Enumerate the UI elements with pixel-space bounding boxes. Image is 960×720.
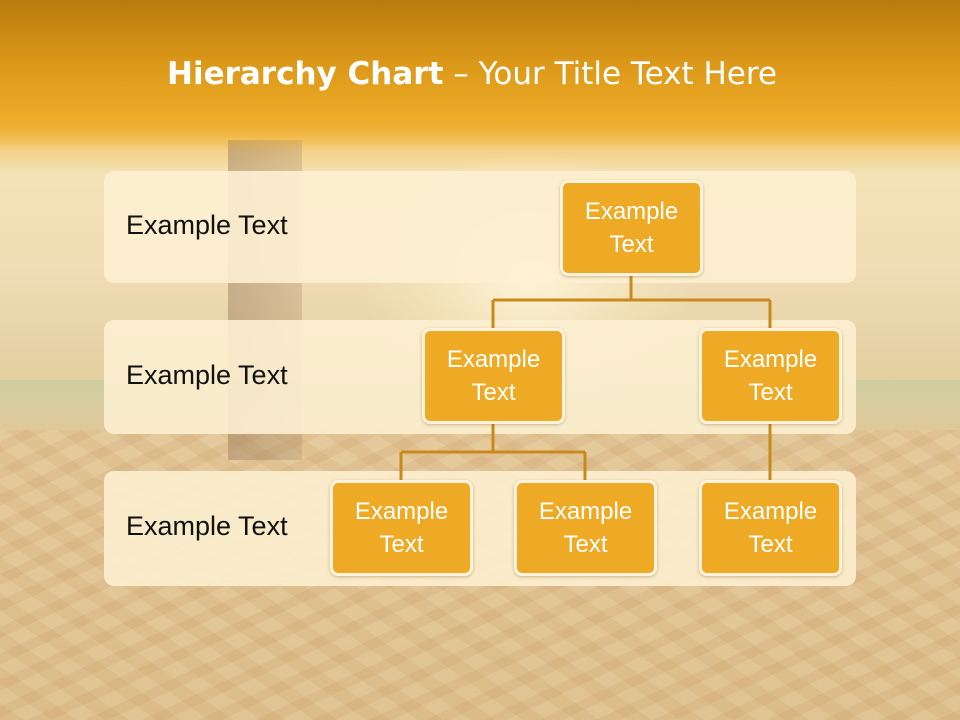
level-label-1: Example Text xyxy=(126,210,288,240)
node-text: Example xyxy=(354,498,449,525)
node-text: Text xyxy=(379,531,424,558)
node-text: Text xyxy=(471,379,516,406)
level-label-2: Example Text xyxy=(126,360,288,390)
node-text: Text xyxy=(563,531,608,558)
level-label-3: Example Text xyxy=(126,511,288,541)
slide-title-bold: Hierarchy Chart xyxy=(167,56,444,92)
level-band-1 xyxy=(104,171,856,283)
node-text: Example xyxy=(723,346,818,373)
node-text: Text xyxy=(609,231,654,258)
slide-title: Hierarchy Chart – Your Title Text Here xyxy=(0,56,944,92)
node-text: Text xyxy=(748,531,793,558)
slide-title-rest: – Your Title Text Here xyxy=(443,56,777,92)
node-text: Example xyxy=(584,198,679,225)
node-text: Text xyxy=(748,379,793,406)
node-text: Example xyxy=(538,498,633,525)
title-bar xyxy=(0,0,960,150)
node-text: Example xyxy=(723,498,818,525)
node-text: Example xyxy=(446,346,541,373)
